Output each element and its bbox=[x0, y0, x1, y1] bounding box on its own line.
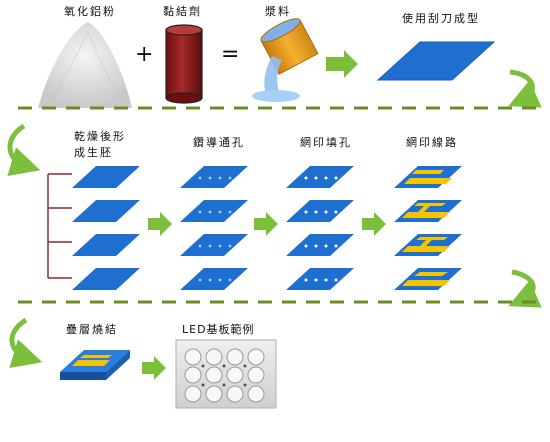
via-filling-label: 網印填孔 bbox=[300, 136, 352, 149]
printed-sheets bbox=[394, 166, 462, 290]
printed-traces bbox=[402, 170, 452, 286]
via-filled-sheets bbox=[286, 166, 354, 290]
binder-label: 黏結劑 bbox=[163, 5, 202, 18]
doctor-blade-label: 使用刮刀成型 bbox=[402, 12, 480, 25]
arrow-right-1 bbox=[326, 50, 358, 78]
via-drilled-sheets bbox=[180, 166, 248, 290]
arrow-right-3 bbox=[254, 212, 278, 236]
plus-sign: + bbox=[135, 42, 154, 67]
led-substrate-photo bbox=[175, 339, 277, 409]
stack-bracket bbox=[47, 173, 72, 279]
arrow-right-2 bbox=[148, 212, 172, 236]
green-sheet-label-line2: 成生胚 bbox=[74, 146, 113, 159]
alumina-powder-icon bbox=[38, 22, 132, 108]
curved-arrow-left bbox=[7, 123, 41, 177]
arrow-right-4 bbox=[362, 212, 386, 236]
via-drilling-label: 鑽導通孔 bbox=[193, 136, 245, 149]
green-sheets-stack bbox=[72, 166, 140, 290]
led-substrate-label: LED基板範例 bbox=[182, 323, 255, 336]
slurry-pouring-icon bbox=[252, 18, 319, 102]
screen-print-label: 網印線路 bbox=[406, 136, 458, 149]
equals-sign: = bbox=[221, 42, 240, 67]
green-sheet-label-line1: 乾燥後形 bbox=[74, 130, 126, 143]
filled-vias bbox=[304, 176, 338, 282]
sintered-block-icon bbox=[60, 350, 130, 380]
binder-cylinder-icon bbox=[165, 24, 203, 104]
via-holes bbox=[198, 176, 232, 282]
curved-arrow-right-2 bbox=[508, 269, 542, 308]
alumina-powder-label: 氧化鋁粉 bbox=[64, 5, 116, 18]
curved-arrow-left-2 bbox=[9, 317, 43, 369]
arrow-right-5 bbox=[142, 356, 166, 380]
cast-sheet-icon bbox=[376, 41, 496, 81]
curved-arrow-right bbox=[508, 69, 542, 108]
lamination-sintering-label: 疊層燒結 bbox=[66, 323, 118, 336]
slurry-label: 漿料 bbox=[265, 5, 291, 18]
